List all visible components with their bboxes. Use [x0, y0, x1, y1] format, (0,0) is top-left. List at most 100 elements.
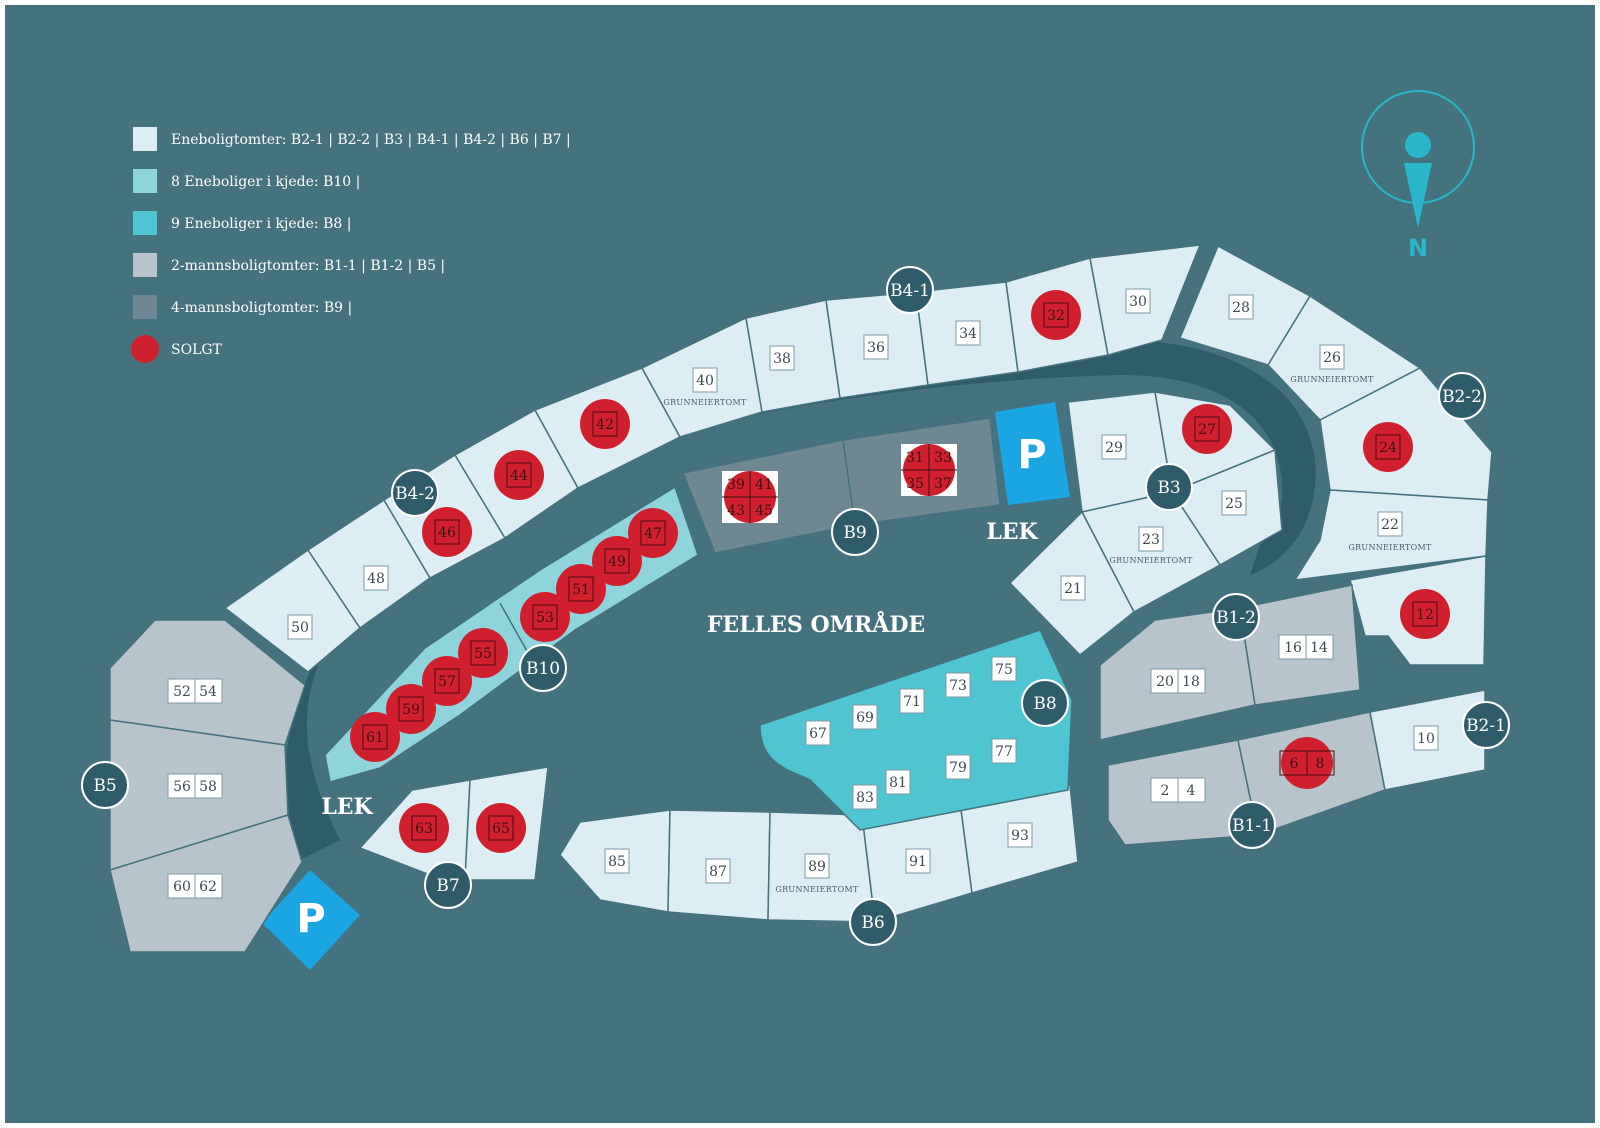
plot-marker-24[interactable]: 24: [1363, 422, 1413, 472]
plot-number: 21: [1064, 581, 1082, 597]
plot-box: [1221, 490, 1247, 516]
plot-number: 47: [644, 526, 662, 542]
plot-number: 57: [438, 674, 456, 690]
plot-box: [470, 640, 496, 666]
play-area-label-west: LEK: [321, 794, 373, 820]
plot-marker-27[interactable]: 27: [1182, 404, 1232, 454]
plot-box: [1375, 434, 1401, 460]
plot-number: 20: [1156, 674, 1174, 690]
legend-swatch-kjede-b10: [133, 169, 157, 193]
plot-box: [1043, 302, 1069, 328]
play-area-label-east: LEK: [986, 519, 1038, 545]
plot-number: 41: [755, 477, 773, 493]
area-badge: [81, 761, 129, 809]
north-arrow: N: [1361, 90, 1475, 262]
plot-marker-65[interactable]: 65: [476, 803, 526, 853]
plot-number: 24: [1379, 440, 1397, 456]
plot-box: [604, 548, 630, 574]
plot-marker-53[interactable]: 53: [520, 592, 570, 642]
plot-marker-26[interactable]: 26: [1319, 344, 1345, 370]
plot-marker-55[interactable]: 55: [458, 628, 508, 678]
plot-marker-30[interactable]: 30: [1125, 288, 1151, 314]
plot-number: 49: [608, 554, 626, 570]
plot-marker-89[interactable]: 89: [804, 853, 830, 879]
plot-marker-83[interactable]: 83: [852, 784, 878, 810]
plot-box: [804, 853, 830, 879]
area-name: B3: [1157, 478, 1180, 498]
plot-number: 85: [608, 854, 626, 870]
plot-marker-85[interactable]: 85: [604, 848, 630, 874]
plot-marker-73[interactable]: 73: [945, 672, 971, 698]
area-name: B4-2: [395, 484, 435, 504]
plot-box: [1228, 294, 1254, 320]
plot-marker-44[interactable]: 44: [494, 450, 544, 500]
plot-marker-25[interactable]: 25: [1221, 490, 1247, 516]
plot-marker-21[interactable]: 21: [1060, 575, 1086, 601]
plot-number: 79: [949, 760, 967, 776]
plot-marker-81[interactable]: 81: [885, 769, 911, 795]
plot-marker-29[interactable]: 29: [1101, 434, 1127, 460]
plot-marker-10[interactable]: 10: [1413, 725, 1439, 751]
plot-number: 26: [1323, 350, 1341, 366]
plot-marker-63[interactable]: 63: [399, 803, 449, 853]
plot-number: 14: [1310, 640, 1328, 656]
plot-marker-87[interactable]: 87: [705, 858, 731, 884]
north-label: N: [1408, 234, 1428, 262]
plot-marker-40[interactable]: 40: [692, 367, 718, 393]
plot-marker-32[interactable]: 32: [1031, 290, 1081, 340]
plot-box: [1194, 416, 1220, 442]
plot-number: 89: [808, 859, 826, 875]
plot-marker-77[interactable]: 77: [991, 738, 1017, 764]
plot-marker-75[interactable]: 75: [991, 656, 1017, 682]
plot-number: 54: [199, 684, 217, 700]
plot-marker-48[interactable]: 48: [363, 565, 389, 591]
plot-box: [506, 462, 532, 488]
area-badge: [1438, 372, 1486, 420]
plot-marker-49[interactable]: 49: [592, 536, 642, 586]
plot-marker-50[interactable]: 50: [287, 614, 313, 640]
plot-marker-93[interactable]: 93: [1007, 822, 1033, 848]
plot-marker-47[interactable]: 47: [628, 508, 678, 558]
plot-marker-91[interactable]: 91: [905, 848, 931, 874]
plot-marker-61[interactable]: 61: [350, 712, 400, 762]
plot-number: 71: [903, 694, 921, 710]
plot-marker-79[interactable]: 79: [945, 754, 971, 780]
plot-marker-57[interactable]: 57: [422, 656, 472, 706]
plot-marker-34[interactable]: 34: [955, 320, 981, 346]
plot-marker-38[interactable]: 38: [769, 345, 795, 371]
plot-number: 30: [1129, 294, 1147, 310]
plot-box: [705, 858, 731, 884]
plot-marker-28[interactable]: 28: [1228, 294, 1254, 320]
plot-marker-46[interactable]: 46: [422, 507, 472, 557]
grunneiertomt-label-40: GRUNNEIERTOMT: [663, 398, 747, 407]
plot-marker-42[interactable]: 42: [580, 399, 630, 449]
plot-marker-67[interactable]: 67: [805, 720, 831, 746]
plot-marker-12[interactable]: 12: [1400, 589, 1450, 639]
plot-number: 48: [367, 571, 385, 587]
area-badge: [391, 469, 439, 517]
plot-marker-71[interactable]: 71: [899, 688, 925, 714]
plot-number: 12: [1416, 607, 1434, 623]
plot-marker-69[interactable]: 69: [852, 704, 878, 730]
area-badge: [1462, 701, 1510, 749]
plot-marker-51[interactable]: 51: [556, 564, 606, 614]
plot-marker-22[interactable]: 22: [1377, 511, 1403, 537]
plot-marker-36[interactable]: 36: [863, 334, 889, 360]
plot-box: [905, 848, 931, 874]
plot-box: [1060, 575, 1086, 601]
plot-box: [592, 411, 618, 437]
plot-marker-23[interactable]: 23: [1138, 526, 1164, 552]
plot-marker-59[interactable]: 59: [386, 684, 436, 734]
plot-number: 33: [934, 450, 952, 466]
